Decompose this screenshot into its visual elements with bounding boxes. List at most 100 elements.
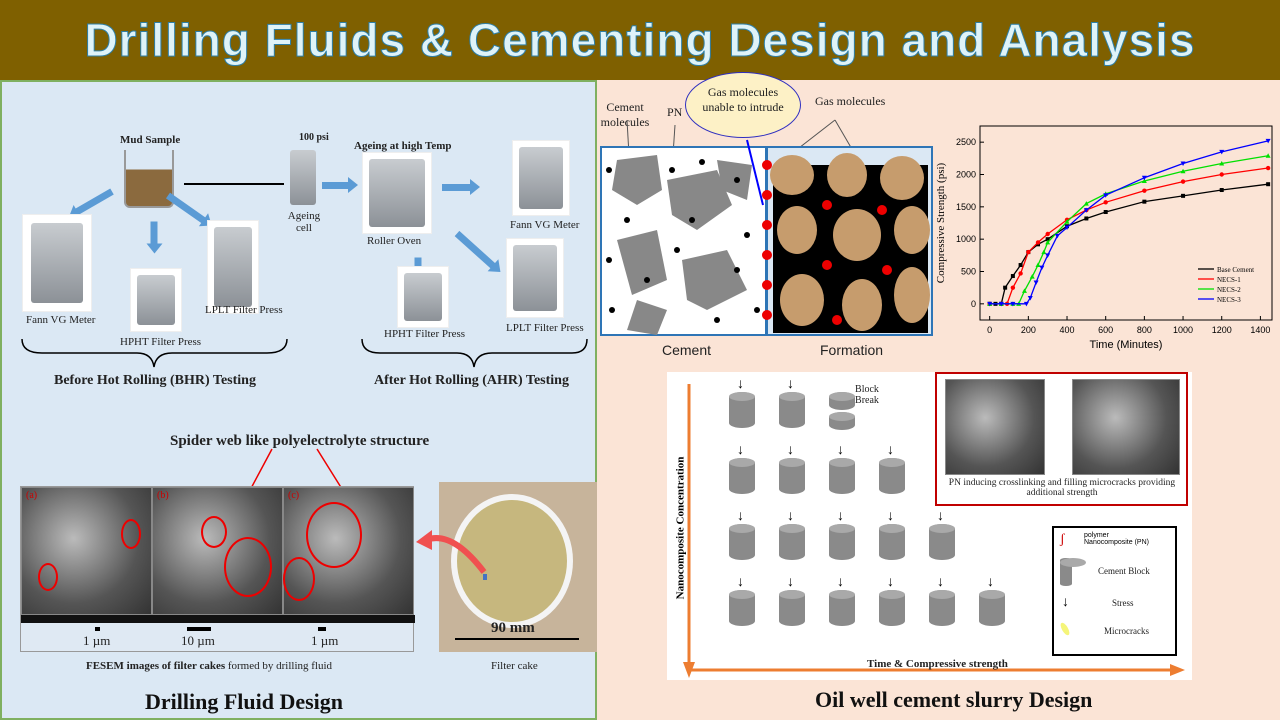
y-axis-label: Nanocomposite Concentration [674, 456, 687, 600]
arrow-icon [454, 230, 497, 270]
legend-pn-line2: Nanocomposite (PN) [1084, 539, 1149, 546]
stress-arrow-icon: ↓ [1062, 595, 1069, 610]
caption-bold: FESEM images of filter cakes [86, 660, 226, 672]
stress-arrow-icon: ↓ [787, 575, 794, 590]
stress-arrow-icon: ↓ [837, 575, 844, 590]
axis-arrows [683, 384, 1185, 678]
data-point [1003, 285, 1008, 290]
data-point [1180, 168, 1186, 174]
y-tick-label: 500 [961, 267, 976, 277]
data-point [1083, 208, 1089, 213]
cement-cylinder [779, 458, 805, 494]
stress-arrow-icon: ↓ [937, 509, 944, 524]
y-axis-label: Compressive Strength (psi) [935, 162, 947, 283]
data-point [1265, 165, 1271, 171]
mud-sample-label: Mud Sample [120, 134, 181, 146]
title-bar: Drilling Fluids & Cementing Design and A… [0, 0, 1280, 80]
data-point [1035, 240, 1041, 245]
fesem-figure: (a) (b) (c) 1 µm 10 µm 1 µm [20, 486, 415, 652]
cement-molecules-label: Cement molecules [600, 100, 650, 129]
data-point [1219, 172, 1224, 177]
x-tick-label: 400 [1060, 325, 1075, 335]
cement-cylinder [729, 590, 755, 626]
cement-cylinder [829, 458, 855, 494]
cement-slurry-footer: Oil well cement slurry Design [815, 687, 1093, 712]
fesem-caption: FESEM images of filter cakes formed by d… [86, 660, 332, 672]
data-point [998, 301, 1004, 307]
panel-label: (b) [157, 490, 169, 501]
drilling-fluid-footer: Drilling Fluid Design [145, 689, 344, 714]
cement-cylinder [929, 590, 955, 626]
data-point [1142, 199, 1147, 204]
y-tick-label: 2000 [956, 170, 976, 180]
device-label: HPHT Filter Press [120, 336, 202, 348]
stress-arrow-icon: ↓ [887, 509, 894, 524]
stress-arrow-icon: ↓ [787, 443, 794, 458]
roller-oven-image [362, 152, 432, 234]
stress-arrow-icon: ↓ [937, 575, 944, 590]
y-tick-label: 2500 [956, 137, 976, 147]
brace-lines [21, 338, 588, 368]
y-tick-label: 1500 [956, 202, 976, 212]
x-axis-label: Time (Minutes) [1090, 339, 1163, 351]
stress-arrow-icon: ↓ [737, 377, 744, 392]
data-point [1021, 288, 1027, 293]
data-point [1064, 225, 1070, 231]
x-tick-label: 1200 [1212, 325, 1232, 335]
cement-cylinder [879, 458, 905, 494]
data-point [1045, 231, 1050, 237]
ageing-label: Ageing at high Temp [354, 140, 452, 152]
stress-arrow-icon: ↓ [787, 377, 794, 392]
caption-rest: formed by drilling fluid [225, 660, 333, 672]
arrow-icon [165, 192, 207, 225]
y-tick-label: 1000 [956, 234, 976, 244]
gas-barrier-diagram [600, 119, 933, 336]
data-point [987, 301, 993, 307]
beaker-image [124, 150, 174, 208]
data-point [1041, 249, 1047, 255]
data-point [1018, 263, 1023, 268]
gas-unable-bubble: Gas molecules unable to intrude [685, 72, 801, 138]
data-point [1010, 301, 1016, 307]
data-point [1023, 301, 1029, 307]
bhr-label: Before Hot Rolling (BHR) Testing [54, 373, 256, 388]
drilling-fluid-panel: Mud Sample 100 psi Ageing cell Ageing at… [0, 80, 597, 720]
device-label: Fann VG Meter [26, 314, 96, 326]
lplt-filter-press-image [506, 238, 564, 318]
data-point [1064, 219, 1070, 224]
data-point [1045, 237, 1050, 242]
cement-cylinder [979, 590, 1005, 626]
scale-label: 1 µm [311, 633, 339, 648]
data-point [1018, 271, 1023, 276]
legend-label: NECS-3 [1217, 296, 1241, 304]
data-point [1219, 161, 1225, 166]
roller-oven-label: Roller Oven [367, 235, 422, 247]
block-break-label: Block Break [855, 384, 879, 406]
plot-frame [979, 125, 1273, 321]
formation-label: Formation [820, 342, 884, 358]
data-point [1141, 175, 1147, 181]
data-point [1010, 285, 1016, 290]
legend-label: Base Cement [1217, 266, 1254, 274]
data-point [1035, 262, 1041, 268]
filter-cake-label: Filter cake [491, 660, 538, 672]
cement-cylinder [779, 524, 805, 560]
cement-block-icon [1060, 558, 1086, 586]
data-point [1219, 149, 1225, 155]
data-point [1266, 182, 1271, 187]
stress-arrow-icon: ↓ [737, 443, 744, 458]
stress-arrow-icon: ↓ [887, 575, 894, 590]
ageing-cell-label: Ageing cell [287, 210, 321, 234]
data-point [1045, 239, 1051, 245]
nanocomposite-diagram: Nanocomposite Concentration Time & Compr… [667, 372, 1192, 680]
fann-vg-meter-image [22, 214, 92, 312]
arrow-icon [322, 177, 358, 193]
data-point [1141, 178, 1147, 183]
legend-label: NECS-1 [1217, 276, 1241, 284]
scale-label: 1 µm [83, 633, 111, 648]
y-tick-label: 0 [971, 299, 976, 309]
legend-label: NECS-2 [1217, 286, 1241, 294]
device-label: HPHT Filter Press [384, 328, 466, 340]
cement-cylinder [829, 590, 855, 626]
